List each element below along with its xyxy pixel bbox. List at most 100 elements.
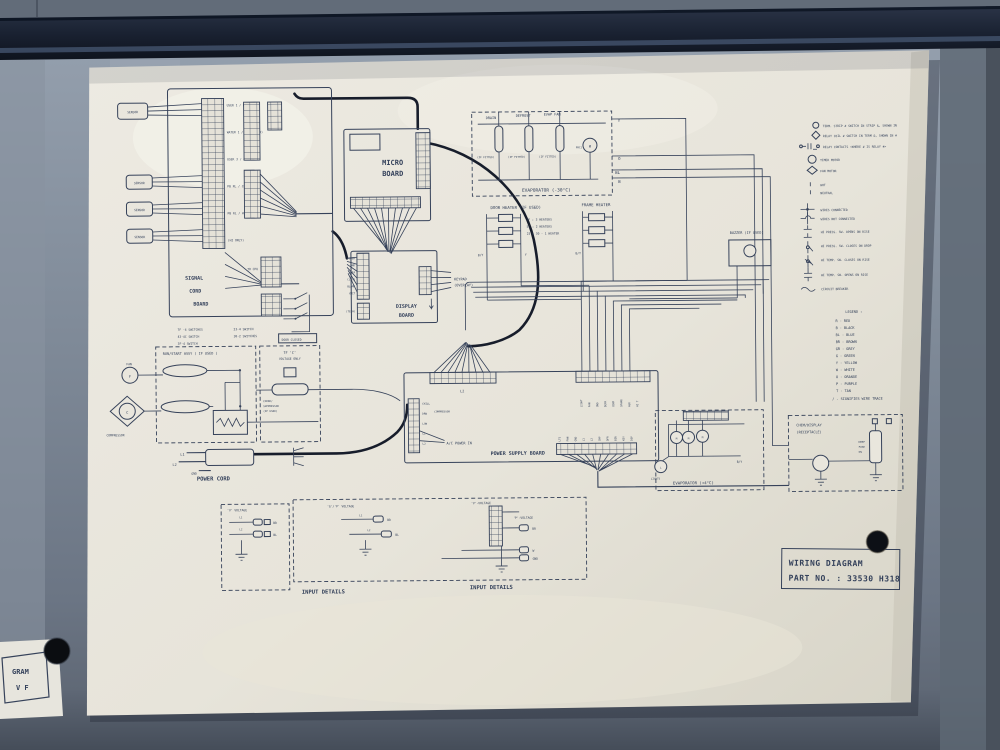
- psb-right-2: GND: [595, 402, 599, 407]
- fan-motor-letter: F: [129, 375, 131, 379]
- sensor-3-label: SENSOR: [134, 208, 145, 212]
- note-a1: 7F -4 SWITCHES: [178, 328, 204, 332]
- input-details-caption-2: INPUT DETAILS: [470, 585, 513, 591]
- legend-7: W - WHITE: [836, 368, 855, 372]
- buzzer-symbol: [743, 244, 757, 258]
- psb-bot-7: BZR: [613, 436, 617, 441]
- input2-w2: L2: [367, 528, 371, 532]
- top-legend-2: RELAY COIL # SWITCH IN TERM &, SHOWN IN …: [823, 134, 897, 139]
- pin-row-4: PB RL / HTR RL: [228, 211, 254, 215]
- buzzer-title: BUZZER (IF USED): [730, 231, 764, 235]
- sensor-1-label: SENSOR: [127, 110, 138, 114]
- legend-6: Y - YELLOW: [836, 361, 858, 365]
- if-fitted-3: (IF FITTED): [539, 154, 557, 158]
- compressor-letter: C: [126, 411, 128, 415]
- heater-resistor: [498, 213, 514, 223]
- input1-w2: L2: [239, 527, 243, 531]
- psb-bot-3: L1: [582, 438, 586, 442]
- legend-2: BL - BLUE: [836, 333, 855, 337]
- cord-gnd: GND: [191, 472, 197, 476]
- input2-g2: W: [532, 549, 534, 553]
- sym-1: WIRES CONNECTED: [821, 208, 848, 212]
- psb-bot-5: CMP: [597, 436, 601, 441]
- evap4-by: B/Y: [737, 460, 743, 464]
- legend-8: O - ORANGE: [836, 375, 857, 379]
- top-legend-6: HOT: [820, 183, 826, 187]
- input1-header: 'V' VOLTAGE: [227, 508, 247, 512]
- schematic: SIGNAL CORD BOARD SENSOR SENSOR SENSOR: [106, 86, 904, 596]
- note-a2: 43-4C SWITCH: [178, 335, 200, 339]
- sym-3: HI PRESS. SW. OPENS ON RISE: [821, 230, 870, 234]
- run-start-title: RUN/START ASSY ( IF USED ): [163, 351, 218, 355]
- heater-resistor: [588, 239, 606, 248]
- fan-motor-letter: M: [589, 145, 591, 149]
- thick-wires: [252, 92, 540, 456]
- display-pin-2: DATA: [349, 270, 356, 274]
- keypad-connector: [418, 266, 432, 296]
- psb-bot-4: L2: [590, 438, 594, 442]
- psb-bot-2: GND: [573, 436, 577, 441]
- chem-note-2: FUSE: [859, 445, 866, 449]
- connector: [243, 169, 262, 219]
- top-legend-5: FAN MOTOR: [820, 169, 836, 173]
- psb-left-2: LOW: [422, 422, 427, 426]
- voltage-7f-box: 7F 'C' VOLTAGE ONLY CHOKE/ SUPPRESSOR (I…: [256, 345, 401, 443]
- note-b2: 30-2 SWITCHES: [234, 334, 258, 338]
- legend-10: T - TAN: [836, 389, 851, 393]
- display-left-connector: [356, 252, 370, 300]
- input1-c2: BL: [273, 533, 277, 537]
- pin-row-5: (HI ONLY): [228, 238, 244, 242]
- defrost-heater: [524, 125, 534, 153]
- heater-resistor: [588, 226, 606, 235]
- choke-label-1: CHOKE/: [263, 399, 273, 403]
- sensor-2: SENSOR: [125, 174, 203, 190]
- evap4-fan-3: [695, 429, 709, 443]
- psb-bot-1: FAN: [565, 436, 569, 441]
- heater: [555, 124, 565, 152]
- wire-bundle: [464, 279, 770, 372]
- door-note-3: 23 & 30 - 1 HEATER: [527, 231, 560, 235]
- micro-label-1: MICRO: [382, 159, 403, 167]
- input2-w1: L1: [359, 513, 363, 517]
- fmc-label: FMC1: [576, 145, 583, 149]
- diagram-paper: SIGNAL CORD BOARD SENSOR SENSOR SENSOR: [86, 50, 930, 716]
- display-pin-3: CLOCK: [347, 277, 355, 281]
- psb-title: POWER SUPPLY BOARD: [491, 451, 545, 457]
- display-label-2: BOARD: [399, 313, 414, 319]
- chem-display-receptacle: CHEM/DISPLAY (RECEPTACLE) KEEP FUSE ON: [787, 414, 904, 492]
- fan-letter: M: [676, 436, 678, 440]
- door-note-2: 5C : 2 HEATERS: [527, 225, 553, 229]
- right-bus-wires: [611, 117, 789, 447]
- door-by: B/Y: [478, 253, 484, 257]
- fan-letter: M: [688, 436, 690, 440]
- receptacle: [812, 454, 830, 472]
- legend-3: BR - BROWN: [836, 340, 857, 344]
- sym-6: HI TEMP. SW. OPENS ON RISE: [821, 273, 868, 277]
- door-heater-title: DOOR HEATER (IF USED): [490, 205, 541, 210]
- cord-l2: L2: [172, 463, 176, 467]
- sym-5: HI TEMP. SW. CLOSES ON RISE: [821, 258, 870, 262]
- run-start-assy: RUN/START ASSY ( IF USED ) FAN F C COMPR…: [106, 345, 319, 444]
- evap30-caption: EVAPORATOR (-30°C): [522, 187, 571, 193]
- light-letter: L: [660, 466, 662, 470]
- psb-right-7: HI T: [635, 400, 639, 407]
- tech-connector: [356, 302, 370, 320]
- legend-4: GR - GREY: [836, 347, 856, 351]
- legend-5: G - GREEN: [836, 354, 855, 358]
- input1-w1: L1: [239, 515, 243, 519]
- wire-bl: BL: [615, 170, 620, 175]
- evap4-fan-2: [682, 430, 696, 444]
- psb-right-3: DEFR: [603, 400, 607, 407]
- display-pin-0: POWER: [347, 256, 355, 260]
- evap4-caption: EVAPORATOR (+4°C): [673, 480, 714, 485]
- power-supply-board: L2 LIGHT FAN GND DEFR COMP SPARE AUX HI …: [403, 342, 789, 488]
- psb-bot-8: KEY: [621, 436, 625, 441]
- top-legend-1: TERM. STRIP # SWITCH IN STRIP &, SHOWN I…: [823, 124, 897, 129]
- psb-compressor: COMPRESSOR: [434, 409, 450, 413]
- wire-b: B: [618, 179, 621, 184]
- chem-note-3: ON: [859, 450, 863, 454]
- drain-heater: [494, 125, 504, 153]
- choke-label-3: (IF USED): [263, 409, 278, 413]
- psb-bot-9: DSP: [629, 436, 633, 441]
- keypad-label-2: (OVERLAY): [454, 283, 473, 287]
